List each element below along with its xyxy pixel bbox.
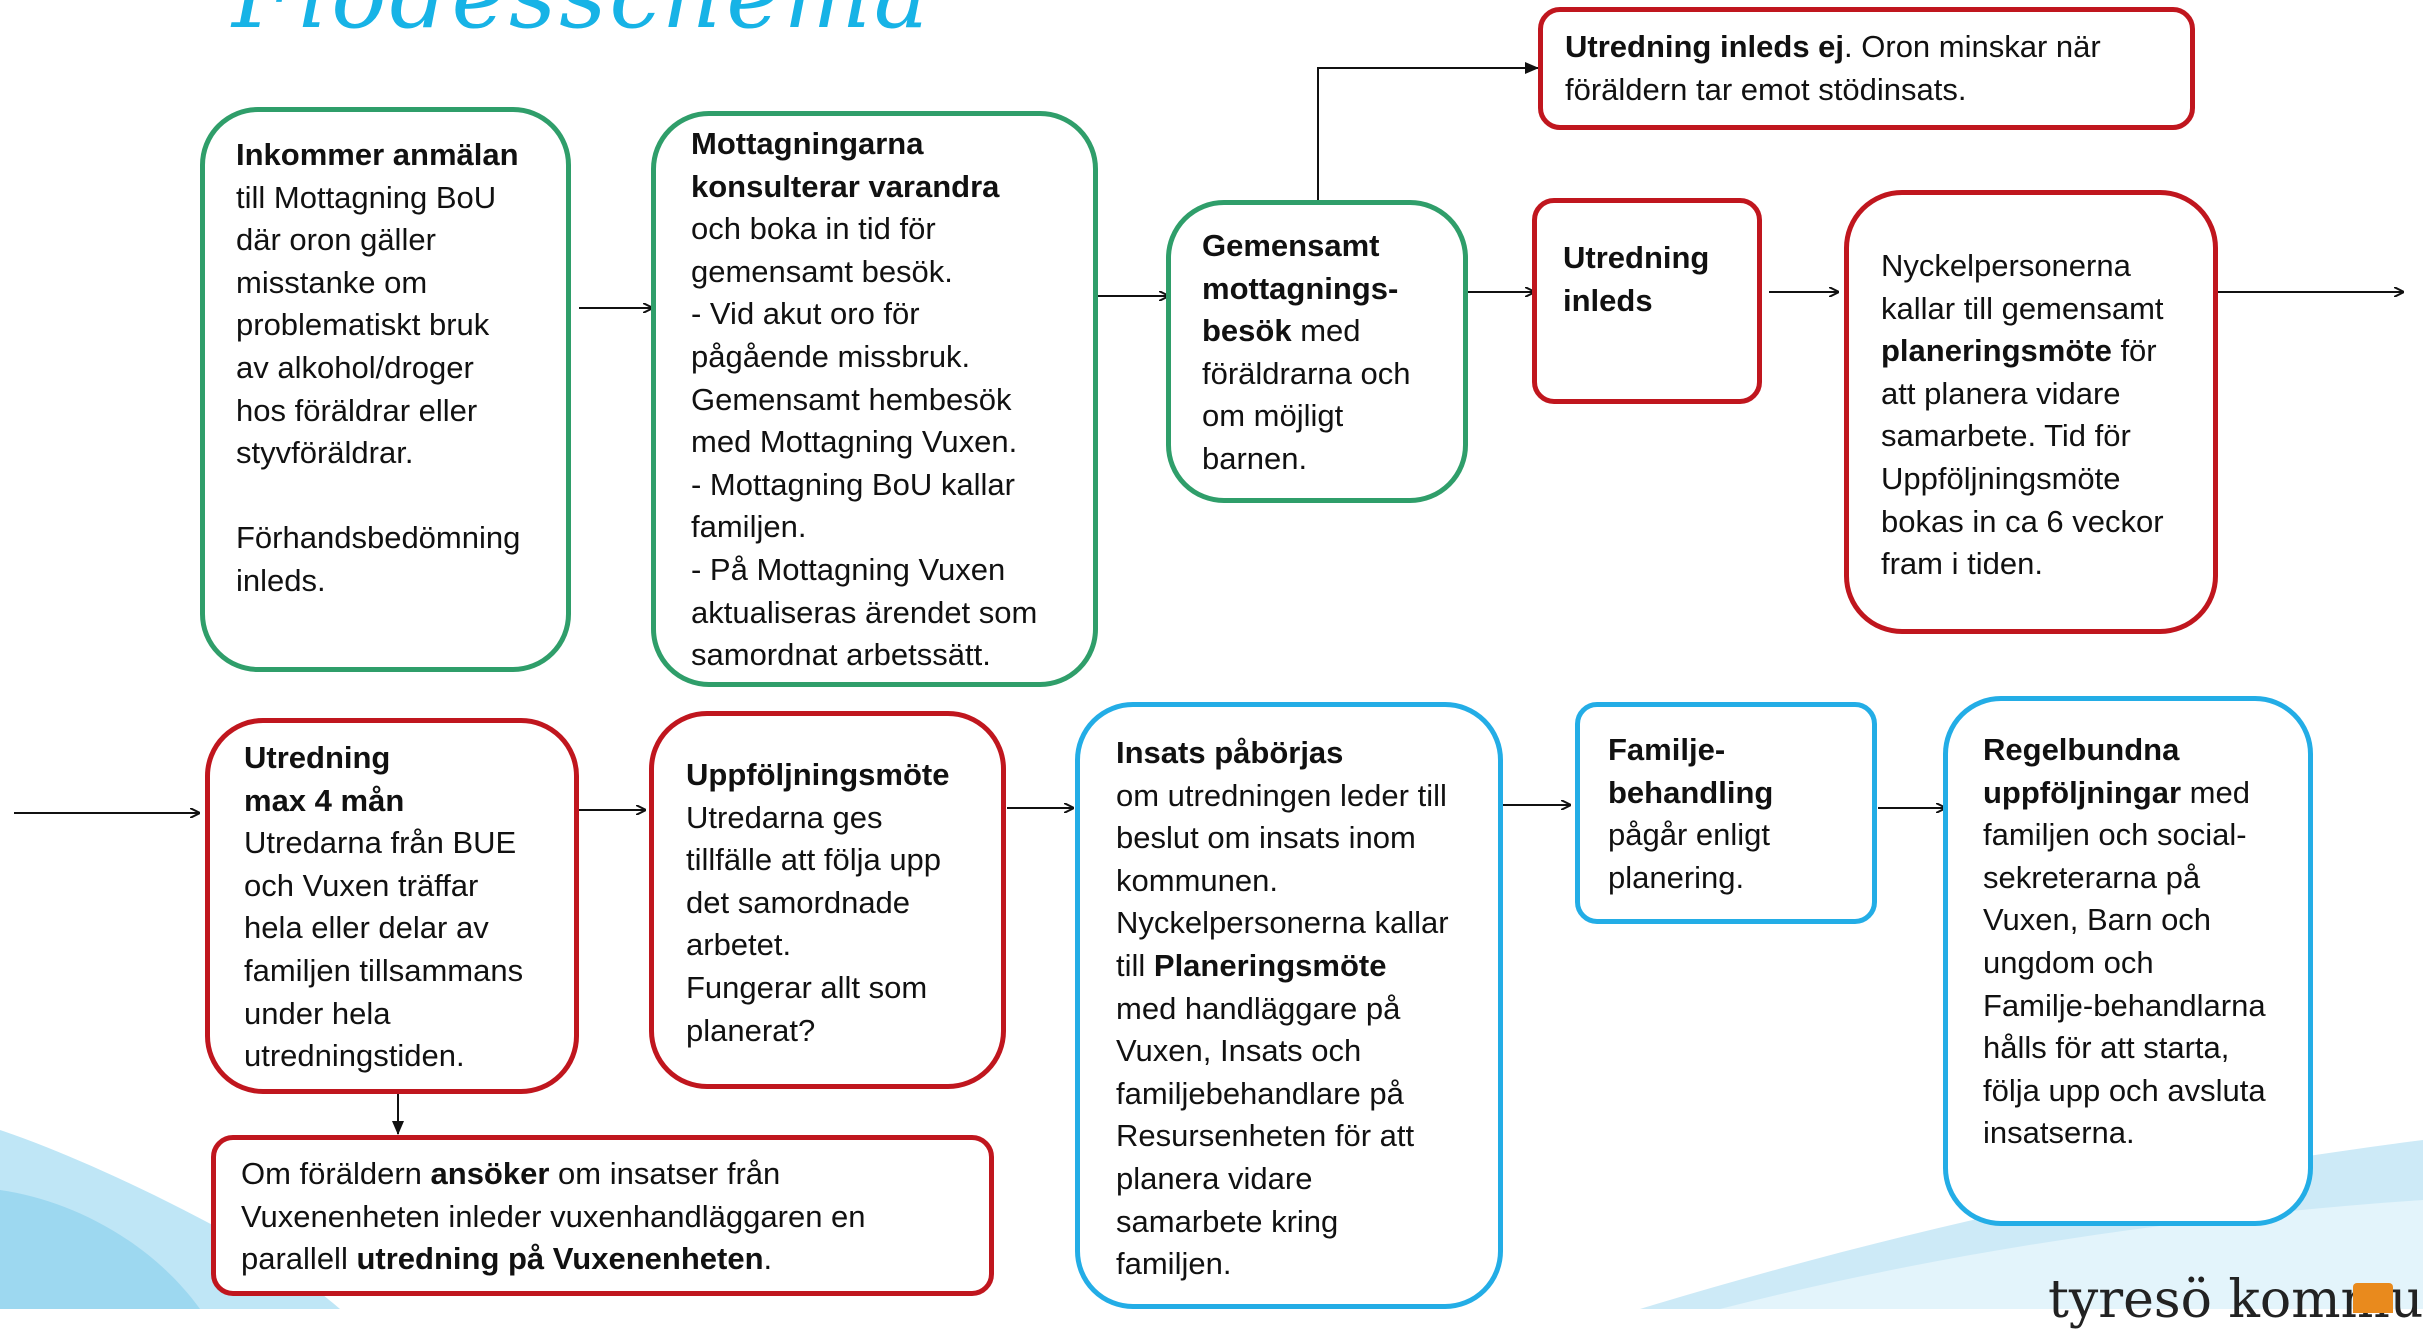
box-familjebehandling-text: Familje- behandling pågår enligt planeri… (1608, 729, 1773, 899)
text-run: . Oron minskar när föräldern tar emot st… (1565, 29, 2101, 107)
text-run: med föräldrarna och om möjligt barnen. (1202, 313, 1411, 476)
bold-text-run: Utredning max 4 mån (244, 740, 405, 818)
bold-text-run: Mottagningarna konsulterar varandra (691, 126, 1000, 204)
bold-text-run: Uppföljningsmöte (686, 757, 950, 792)
bold-text-run: planeringsmöte (1881, 333, 2112, 369)
text-run: för att planera vidare samarbete. Tid fö… (1881, 333, 2164, 582)
box-uppfoljningsmote-text: Uppföljningsmöte Utredarna ges tillfälle… (686, 754, 949, 1052)
box-utredning-inleds-ej (1538, 7, 2195, 130)
bold-text-run: Utredning inleds ej (1565, 29, 1845, 64)
text-run: med familjen och social- sekreterarna på… (1983, 774, 2266, 1151)
box-foraldern-ansoker (211, 1135, 994, 1296)
background-wave-left-dark (0, 1190, 200, 1309)
text-run: med handläggare på Vuxen, Insats och fam… (1116, 990, 1415, 1282)
bold-text-run: Gemensamt mottagnings- besök (1202, 228, 1399, 349)
arrow-gemensamt-to-inleds-ej (1317, 62, 1539, 200)
text-run: pågår enligt planering. (1608, 817, 1771, 895)
text-run: Utredarna från BUE och Vuxen träffar hel… (244, 825, 524, 1074)
box-nyckelpersonerna-planeringsmote (1844, 190, 2218, 634)
text-run: Om föräldern (241, 1156, 431, 1191)
text-run: Nyckelpersonerna kallar till gemensamt (1881, 248, 2164, 326)
box-foraldern-ansoker-text: Om föräldern ansöker om insatser från Vu… (241, 1153, 866, 1281)
box-regelbundna-uppfoljningar (1943, 696, 2313, 1226)
text-run: om utredningen leder till beslut om insa… (1116, 777, 1449, 983)
bold-text-run: Planeringsmöte (1153, 947, 1387, 983)
box-inkommer-anmalan-text: Inkommer anmälan till Mottagning BoU där… (236, 134, 520, 603)
box-uppfoljningsmote (649, 711, 1006, 1089)
box-insats-paborjas (1075, 702, 1503, 1309)
bold-text-run: ansöker (430, 1156, 550, 1191)
box-familjebehandling (1575, 702, 1877, 924)
box-utredning-max-4-man-text: Utredning max 4 mån Utredarna från BUE o… (244, 737, 523, 1078)
text-run: . (763, 1241, 773, 1277)
box-gemensamt-mottagningsbesok (1166, 200, 1468, 503)
text-run: Utredarna ges tillfälle att följa upp de… (686, 799, 942, 1048)
box-mottagningarna-konsulterar-text: Mottagningarna konsulterar varandra och … (691, 123, 1037, 677)
box-gemensamt-mottagningsbesok-text: Gemensamt mottagnings- besök med föräldr… (1202, 225, 1411, 481)
bold-text-run: Inkommer anmälan (236, 137, 519, 172)
box-utredning-max-4-man (205, 718, 579, 1094)
box-regelbundna-uppfoljningar-text: Regelbundna uppföljningar med familjen o… (1983, 729, 2266, 1155)
box-utredning-inleds (1532, 198, 1762, 404)
box-nyckelpersonerna-planeringsmote-text: Nyckelpersonerna kallar till gemensamt p… (1881, 245, 2164, 586)
page-title: Flödesschema (232, 0, 932, 49)
bold-text-run: Insats påbörjas (1116, 735, 1344, 770)
box-utredning-inleds-ej-text: Utredning inleds ej. Oron minskar när fö… (1565, 26, 2101, 111)
tyreso-kommun-crest-icon (2353, 1283, 2393, 1313)
box-inkommer-anmalan (200, 107, 571, 672)
text-run: och boka in tid för gemensamt besök. - V… (691, 211, 1038, 673)
text-run: om insatser från Vuxenenheten inleder vu… (241, 1156, 866, 1277)
background-wave-right-light (1720, 1200, 2423, 1309)
box-insats-paborjas-text: Insats påbörjas om utredningen leder til… (1116, 732, 1449, 1286)
box-mottagningarna-konsulterar (651, 111, 1098, 687)
bold-text-run: Familje- behandling (1608, 732, 1774, 810)
bold-text-run: utredning på Vuxenenheten (356, 1241, 764, 1277)
text-run: till Mottagning BoU där oron gäller miss… (236, 179, 521, 598)
bold-text-run: Regelbundna uppföljningar (1983, 732, 2182, 810)
box-utredning-inleds-text: Utredning inleds (1563, 237, 1709, 322)
bold-text-run: Utredning inleds (1563, 240, 1710, 318)
